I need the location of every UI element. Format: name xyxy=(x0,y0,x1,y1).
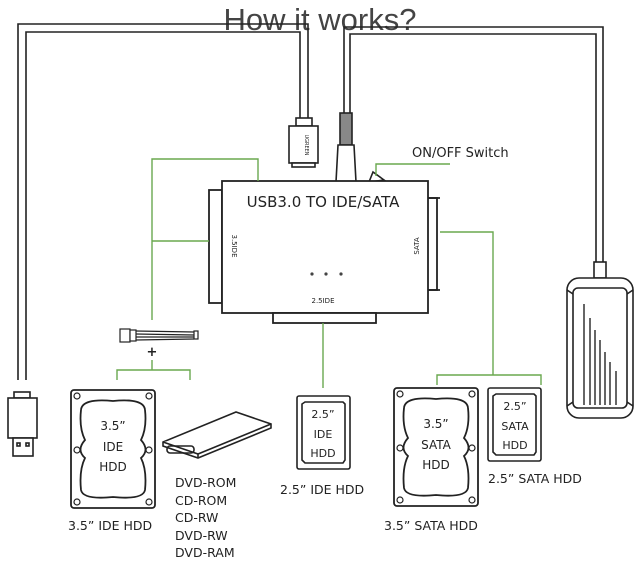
plus-sign: + xyxy=(147,345,158,360)
adapter-label: USB3.0 TO IDE/SATA xyxy=(247,193,401,211)
media-type: DVD-RW xyxy=(175,527,228,543)
port-label-25ide: 2.5IDE xyxy=(311,297,334,305)
optical-media-list: DVD-ROM CD-ROM CD-RW DVD-RW DVD-RAM xyxy=(175,474,236,562)
power-plug xyxy=(335,112,357,183)
usb-plug-brand-top: UGREEN xyxy=(303,134,309,155)
hdd-25-ide-line1: 2.5” xyxy=(311,408,334,421)
hdd-35-ide-line1: 3.5” xyxy=(100,419,125,433)
adapter-body xyxy=(208,180,440,324)
switch-label: ON/OFF Switch xyxy=(412,146,509,161)
media-type: DVD-RAM xyxy=(175,545,235,560)
media-type: CD-RW xyxy=(175,510,219,525)
hdd-25-sata-line2: SATA xyxy=(501,420,529,433)
hdd-25-sata-line3: HDD xyxy=(502,439,527,452)
hdd-35-ide-line2: IDE xyxy=(103,440,123,454)
hdd-25-sata-shape xyxy=(487,387,542,462)
page-title: How it works? xyxy=(223,2,417,37)
caption-25-ide: 2.5” IDE HDD xyxy=(280,482,365,497)
usb-plug-left xyxy=(7,391,38,457)
molex-power-cable xyxy=(119,328,199,343)
caption-25-sata: 2.5” SATA HDD xyxy=(488,471,582,486)
hdd-35-sata-line3: HDD xyxy=(422,458,450,472)
power-cable xyxy=(343,26,604,262)
adapter-leds xyxy=(310,272,343,276)
hdd-35-sata-line2: SATA xyxy=(421,438,452,452)
hdd-25-ide-line3: HDD xyxy=(310,447,335,460)
caption-35-sata: 3.5” SATA HDD xyxy=(384,518,478,533)
usb-cable xyxy=(17,23,309,380)
hdd-25-sata-line1: 2.5” xyxy=(503,400,526,413)
media-type: DVD-ROM xyxy=(175,475,237,490)
power-adapter-fins xyxy=(583,304,617,405)
media-type: CD-ROM xyxy=(175,492,228,508)
hdd-25-ide-line2: IDE xyxy=(314,428,333,441)
caption-35-ide: 3.5” IDE HDD xyxy=(68,518,153,533)
hdd-35-sata-line1: 3.5” xyxy=(423,417,448,431)
optical-drive-shape xyxy=(162,411,272,459)
usb-plug-top xyxy=(288,117,319,168)
switch-leader-line xyxy=(375,163,450,176)
hdd-25-ide-shape xyxy=(296,395,351,470)
hdd-35-sata-shape xyxy=(393,387,479,507)
hdd-35-ide-line3: HDD xyxy=(99,460,127,474)
connector-lines xyxy=(116,158,542,388)
port-label-sata: SATA xyxy=(413,237,421,255)
hdd-35-ide-shape xyxy=(70,389,156,509)
port-label-35ide: 3.5IDE xyxy=(230,234,238,257)
